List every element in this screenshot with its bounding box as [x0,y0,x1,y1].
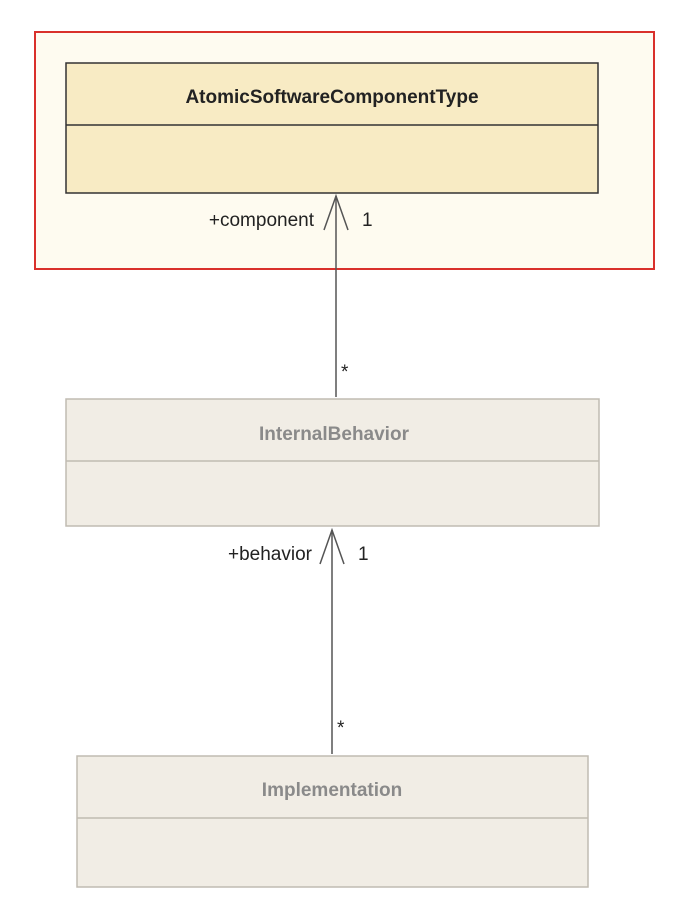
class-name: InternalBehavior [259,424,410,445]
class-box [65,62,599,194]
class-name: Implementation [262,780,402,801]
source-multiplicity: * [341,362,349,383]
class-implementation[interactable]: Implementation [76,755,589,888]
role-label: +behavior [228,544,313,565]
navigable-arrowhead [323,193,349,231]
role-label: +component [209,210,315,231]
class-name: AtomicSoftwareComponentType [185,87,478,108]
class-box [65,398,600,527]
navigable-arrowhead [319,527,345,565]
class-internal-behavior[interactable]: InternalBehavior [65,398,600,527]
association-behavior[interactable]: +behavior 1 * [228,527,369,754]
class-box [76,755,589,888]
target-multiplicity: 1 [358,544,369,565]
association-component[interactable]: +component 1 * [209,193,373,397]
target-multiplicity: 1 [362,210,373,231]
class-atomic-software-component-type[interactable]: AtomicSoftwareComponentType [65,62,599,194]
source-multiplicity: * [337,718,345,739]
